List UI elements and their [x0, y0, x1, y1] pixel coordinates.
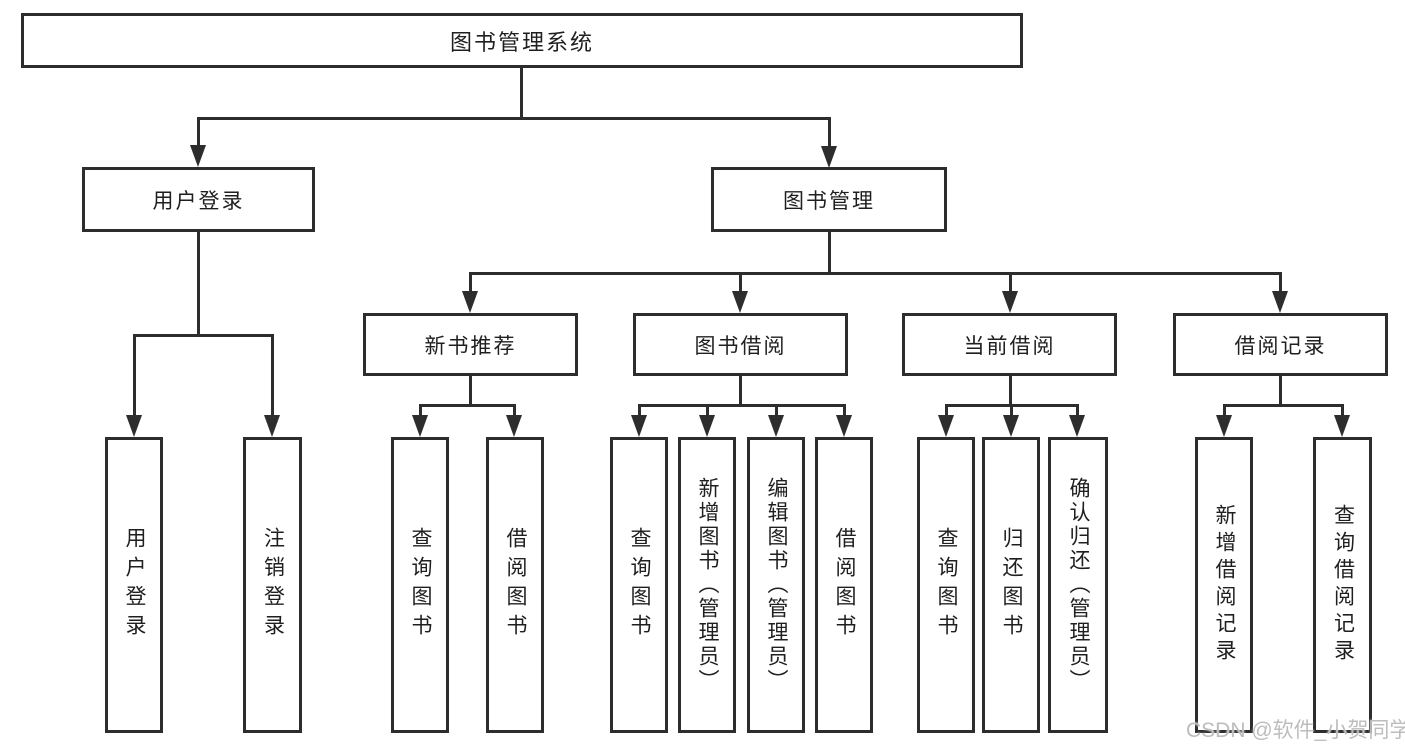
- arrowhead-user-login-leaf: [126, 415, 142, 437]
- connector-current-leaf2-drop: [1010, 404, 1013, 418]
- arrowhead-newbook-leaf1: [412, 415, 428, 437]
- arrowhead-records-leaf1: [1216, 415, 1232, 437]
- connector-records-leaf1-drop: [1223, 404, 1226, 418]
- connector-borrowing-leaf2-drop: [706, 404, 709, 418]
- leaf-return-book: 归还图书: [982, 437, 1040, 733]
- connector-user-login-stem: [197, 232, 200, 337]
- leaf-user-login: 用户登录: [105, 437, 163, 733]
- connector-borrowing-rail: [638, 404, 846, 407]
- connector-records-rail: [1223, 404, 1344, 407]
- leaf-query-borrow-record: 查询借阅记录: [1313, 437, 1372, 733]
- leaf-label: 查询借阅记录: [1331, 504, 1355, 666]
- leaf-query-book-current: 查询图书: [917, 437, 975, 733]
- arrowhead-current-leaf1: [938, 415, 954, 437]
- connector-borrowing-stem: [739, 376, 742, 407]
- leaf-query-book-recommend: 查询图书: [391, 437, 449, 733]
- node-borrowing-records: 借阅记录: [1173, 313, 1388, 376]
- leaf-label: 借阅图书: [504, 527, 527, 643]
- connector-records-drop: [1279, 272, 1282, 294]
- connector-newbook-rail: [419, 404, 516, 407]
- leaf-query-book-borrowing: 查询图书: [610, 437, 668, 733]
- leaf-label: 新增借阅记录: [1213, 504, 1236, 666]
- node-user-login: 用户登录: [82, 167, 315, 232]
- arrowhead-newbook-leaf2: [506, 415, 522, 437]
- connector-logout-drop: [271, 334, 274, 417]
- node-book-management: 图书管理: [711, 167, 947, 232]
- arrowhead-records: [1272, 291, 1288, 313]
- leaf-label: 查询图书: [935, 527, 958, 643]
- node-current-borrowing: 当前借阅: [902, 313, 1117, 376]
- connector-level3-rail: [469, 272, 1282, 275]
- node-label: 图书借阅: [694, 334, 787, 358]
- connector-current-drop: [1009, 272, 1012, 294]
- leaf-edit-book-admin: 编辑图书（管理员）: [747, 437, 805, 733]
- arrowhead-current: [1002, 291, 1018, 313]
- connector-level2-rail: [197, 117, 831, 120]
- arrowhead-borrowing-leaf2: [699, 415, 715, 437]
- connector-newbook-drop: [469, 272, 472, 294]
- node-new-book-recommend: 新书推荐: [363, 313, 578, 376]
- arrowhead-records-leaf2: [1334, 415, 1350, 437]
- leaf-label: 查询图书: [628, 527, 651, 643]
- leaf-borrow-book-borrowing: 借阅图书: [815, 437, 873, 733]
- leaf-label: 归还图书: [1000, 527, 1023, 643]
- leaf-logout: 注销登录: [243, 437, 302, 733]
- connector-borrowing-leaf4-drop: [843, 404, 846, 418]
- arrowhead-book-mgmt: [821, 146, 837, 168]
- leaf-label: 确认归还（管理员）: [1067, 477, 1090, 693]
- node-label: 用户登录: [152, 189, 245, 213]
- connector-newbook-leaf2-drop: [513, 404, 516, 418]
- connector-borrowing-leaf1-drop: [638, 404, 641, 418]
- leaf-label: 借阅图书: [833, 527, 856, 643]
- node-label: 新书推荐: [424, 334, 517, 358]
- connector-user-login-drop: [197, 117, 200, 148]
- connector-current-stem: [1009, 376, 1012, 407]
- arrowhead-current-leaf2: [1003, 415, 1019, 437]
- connector-user-login-rail: [133, 334, 274, 337]
- leaf-label: 新增图书（管理员）: [696, 477, 719, 693]
- arrowhead-borrowing-leaf4: [836, 415, 852, 437]
- arrowhead-logout-leaf: [264, 415, 280, 437]
- connector-book-mgmt-drop: [828, 117, 831, 148]
- connector-borrowing-drop: [739, 272, 742, 294]
- leaf-label: 注销登录: [261, 527, 285, 643]
- node-label: 图书管理: [783, 189, 875, 213]
- leaf-label: 查询图书: [409, 527, 432, 643]
- node-library-management-system: 图书管理系统: [21, 13, 1023, 68]
- connector-current-leaf1-drop: [945, 404, 948, 418]
- connector-newbook-leaf1-drop: [419, 404, 422, 418]
- leaf-label: 用户登录: [123, 527, 146, 643]
- leaf-borrow-book-recommend: 借阅图书: [486, 437, 544, 733]
- arrowhead-current-leaf3: [1069, 415, 1085, 437]
- node-label: 借阅记录: [1234, 334, 1327, 358]
- connector-records-stem: [1279, 376, 1282, 407]
- connector-current-leaf3-drop: [1076, 404, 1079, 418]
- connector-book-mgmt-stem: [828, 232, 831, 275]
- connector-user-login-leaf1-drop: [133, 334, 136, 417]
- leaf-label: 编辑图书（管理员）: [765, 477, 788, 693]
- arrowhead-borrowing-leaf1: [631, 415, 647, 437]
- leaf-confirm-return-admin: 确认归还（管理员）: [1048, 437, 1108, 733]
- leaf-add-borrow-record: 新增借阅记录: [1195, 437, 1253, 733]
- connector-records-leaf2-drop: [1341, 404, 1344, 418]
- leaf-add-book-admin: 新增图书（管理员）: [678, 437, 736, 733]
- arrowhead-borrowing: [732, 291, 748, 313]
- connector-borrowing-leaf3-drop: [775, 404, 778, 418]
- connector-newbook-stem: [469, 376, 472, 407]
- csdn-watermark: CSDN @软件_小贺同学: [1186, 719, 1405, 742]
- node-label: 图书管理系统: [449, 29, 594, 55]
- arrowhead-newbook: [462, 291, 478, 313]
- connector-root-stem: [520, 68, 523, 119]
- node-book-borrowing: 图书借阅: [633, 313, 848, 376]
- node-label: 当前借阅: [963, 334, 1056, 358]
- arrowhead-user-login: [190, 145, 206, 167]
- arrowhead-borrowing-leaf3: [768, 415, 784, 437]
